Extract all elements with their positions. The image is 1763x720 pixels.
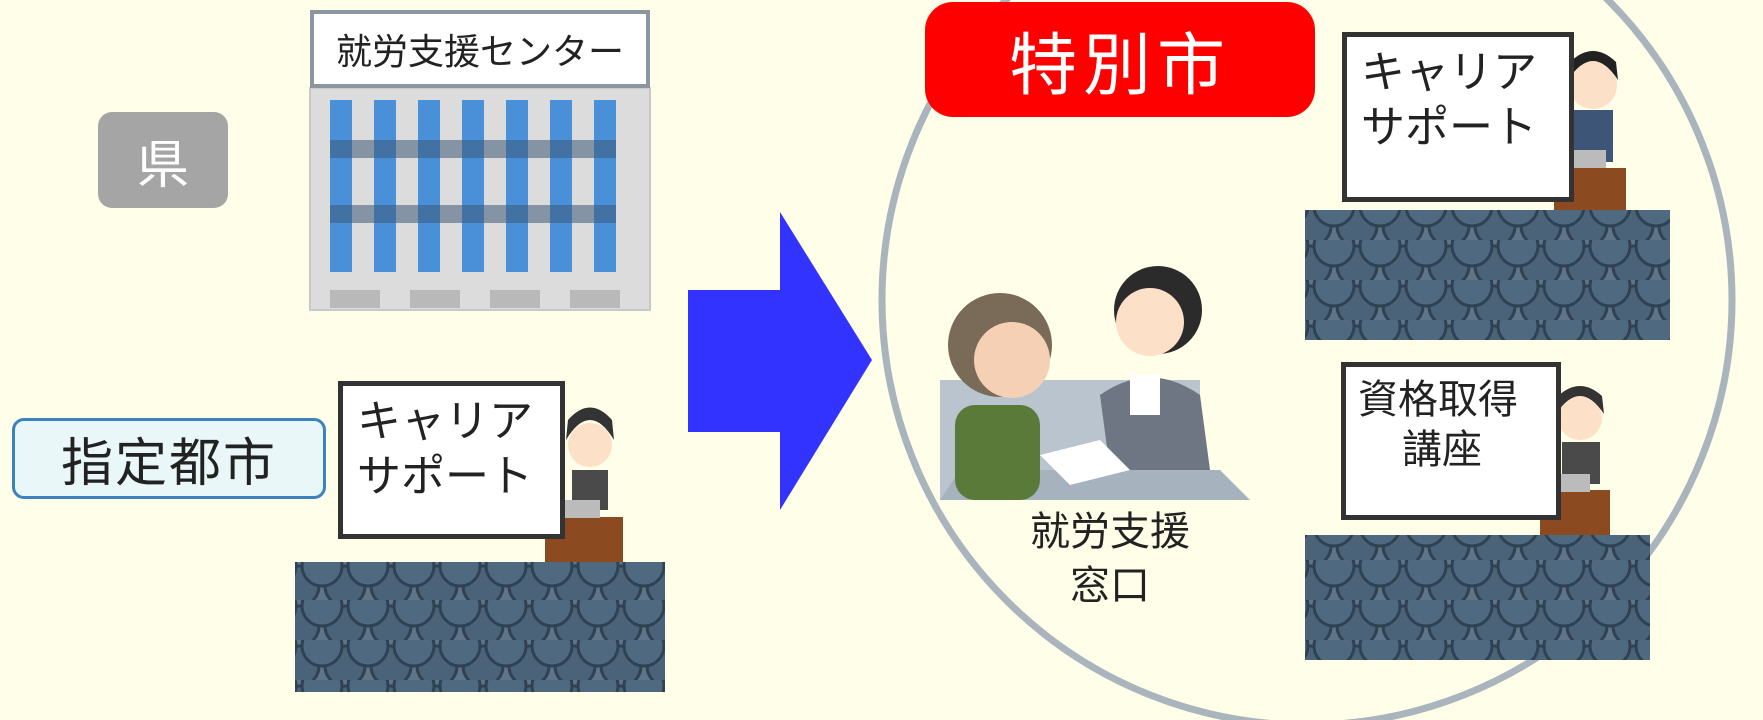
designated-city-label: 指定都市 (12, 418, 326, 499)
prefecture-label: 県 (98, 112, 228, 208)
board-line: 資格取得 (1358, 377, 1518, 423)
qualification-course-board: 資格取得 講座 (1341, 362, 1561, 520)
counter-line: 窓口 (1070, 563, 1150, 609)
board-line: 講座 (1402, 427, 1482, 473)
board-line: サポート (1361, 102, 1537, 153)
board-line: キャリア (357, 396, 533, 447)
counter-line: 就労支援 (1030, 509, 1190, 555)
employment-center-sign: 就労支援センター (310, 10, 650, 88)
special-city-badge: 特別市 (925, 2, 1315, 117)
board-line: サポート (357, 451, 533, 502)
special-city-circle (878, 0, 1736, 720)
consultation-icon (940, 266, 1250, 500)
designated-city-board: キャリア サポート (338, 381, 565, 539)
audience-icon (1305, 210, 1670, 340)
audience-icon (1305, 535, 1650, 660)
career-support-board: キャリア サポート (1342, 32, 1574, 202)
board-line: キャリア (1361, 47, 1537, 98)
office-building-icon (309, 87, 651, 311)
arrow-right-icon (688, 212, 872, 510)
audience-icon (295, 562, 665, 692)
presenter-icon (545, 407, 623, 567)
employment-counter-label: 就労支援 窓口 (1010, 505, 1210, 613)
